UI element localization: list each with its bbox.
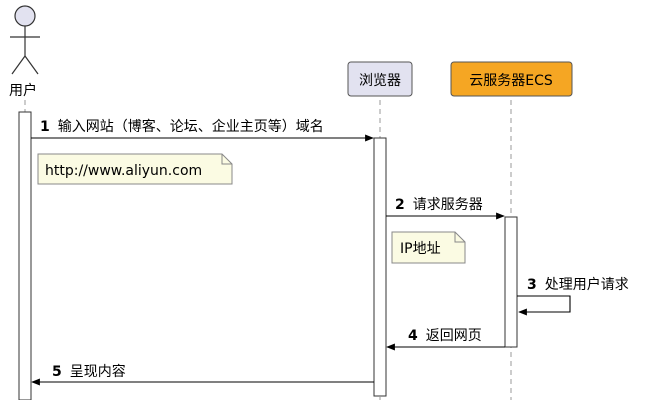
- message-3-number: 3: [527, 277, 537, 293]
- url-note-text: http://www.aliyun.com: [45, 163, 202, 179]
- message-5-label: 5 呈现内容: [52, 363, 126, 380]
- server-participant-box: [450, 61, 573, 97]
- message-2-label: 2 请求服务器: [395, 197, 483, 213]
- message-3-text: 处理用户请求: [545, 276, 629, 293]
- ip-note-text: IP地址: [400, 241, 441, 257]
- message-1-label: 1 输入网站（博客、论坛、企业主页等）域名: [40, 118, 324, 135]
- message-1-text: 输入网站（博客、论坛、企业主页等）域名: [58, 118, 324, 135]
- browser-participant-label: 浏览器: [359, 73, 401, 89]
- message-2-number: 2: [395, 197, 405, 213]
- ip-note: [391, 231, 466, 264]
- message-3-arrow: [517, 295, 571, 316]
- user-actor-icon: [10, 5, 40, 75]
- server-participant-label: 云服务器ECS: [469, 73, 553, 89]
- browser-participant-box: [347, 61, 413, 97]
- server-activation-bar: [504, 216, 518, 348]
- user-participant-label: 用户: [9, 82, 37, 99]
- url-note: [37, 153, 233, 185]
- message-5-number: 5: [52, 364, 62, 380]
- message-3-label: 3 处理用户请求: [527, 276, 629, 293]
- user-activation-bar: [18, 111, 32, 400]
- browser-activation-bar: [373, 137, 387, 397]
- message-1-number: 1: [40, 119, 50, 135]
- message-4-text: 返回网页: [426, 328, 482, 344]
- message-4-label: 4 返回网页: [408, 328, 482, 344]
- message-5-text: 呈现内容: [70, 363, 126, 380]
- message-4-number: 4: [408, 328, 418, 344]
- message-2-text: 请求服务器: [413, 197, 483, 213]
